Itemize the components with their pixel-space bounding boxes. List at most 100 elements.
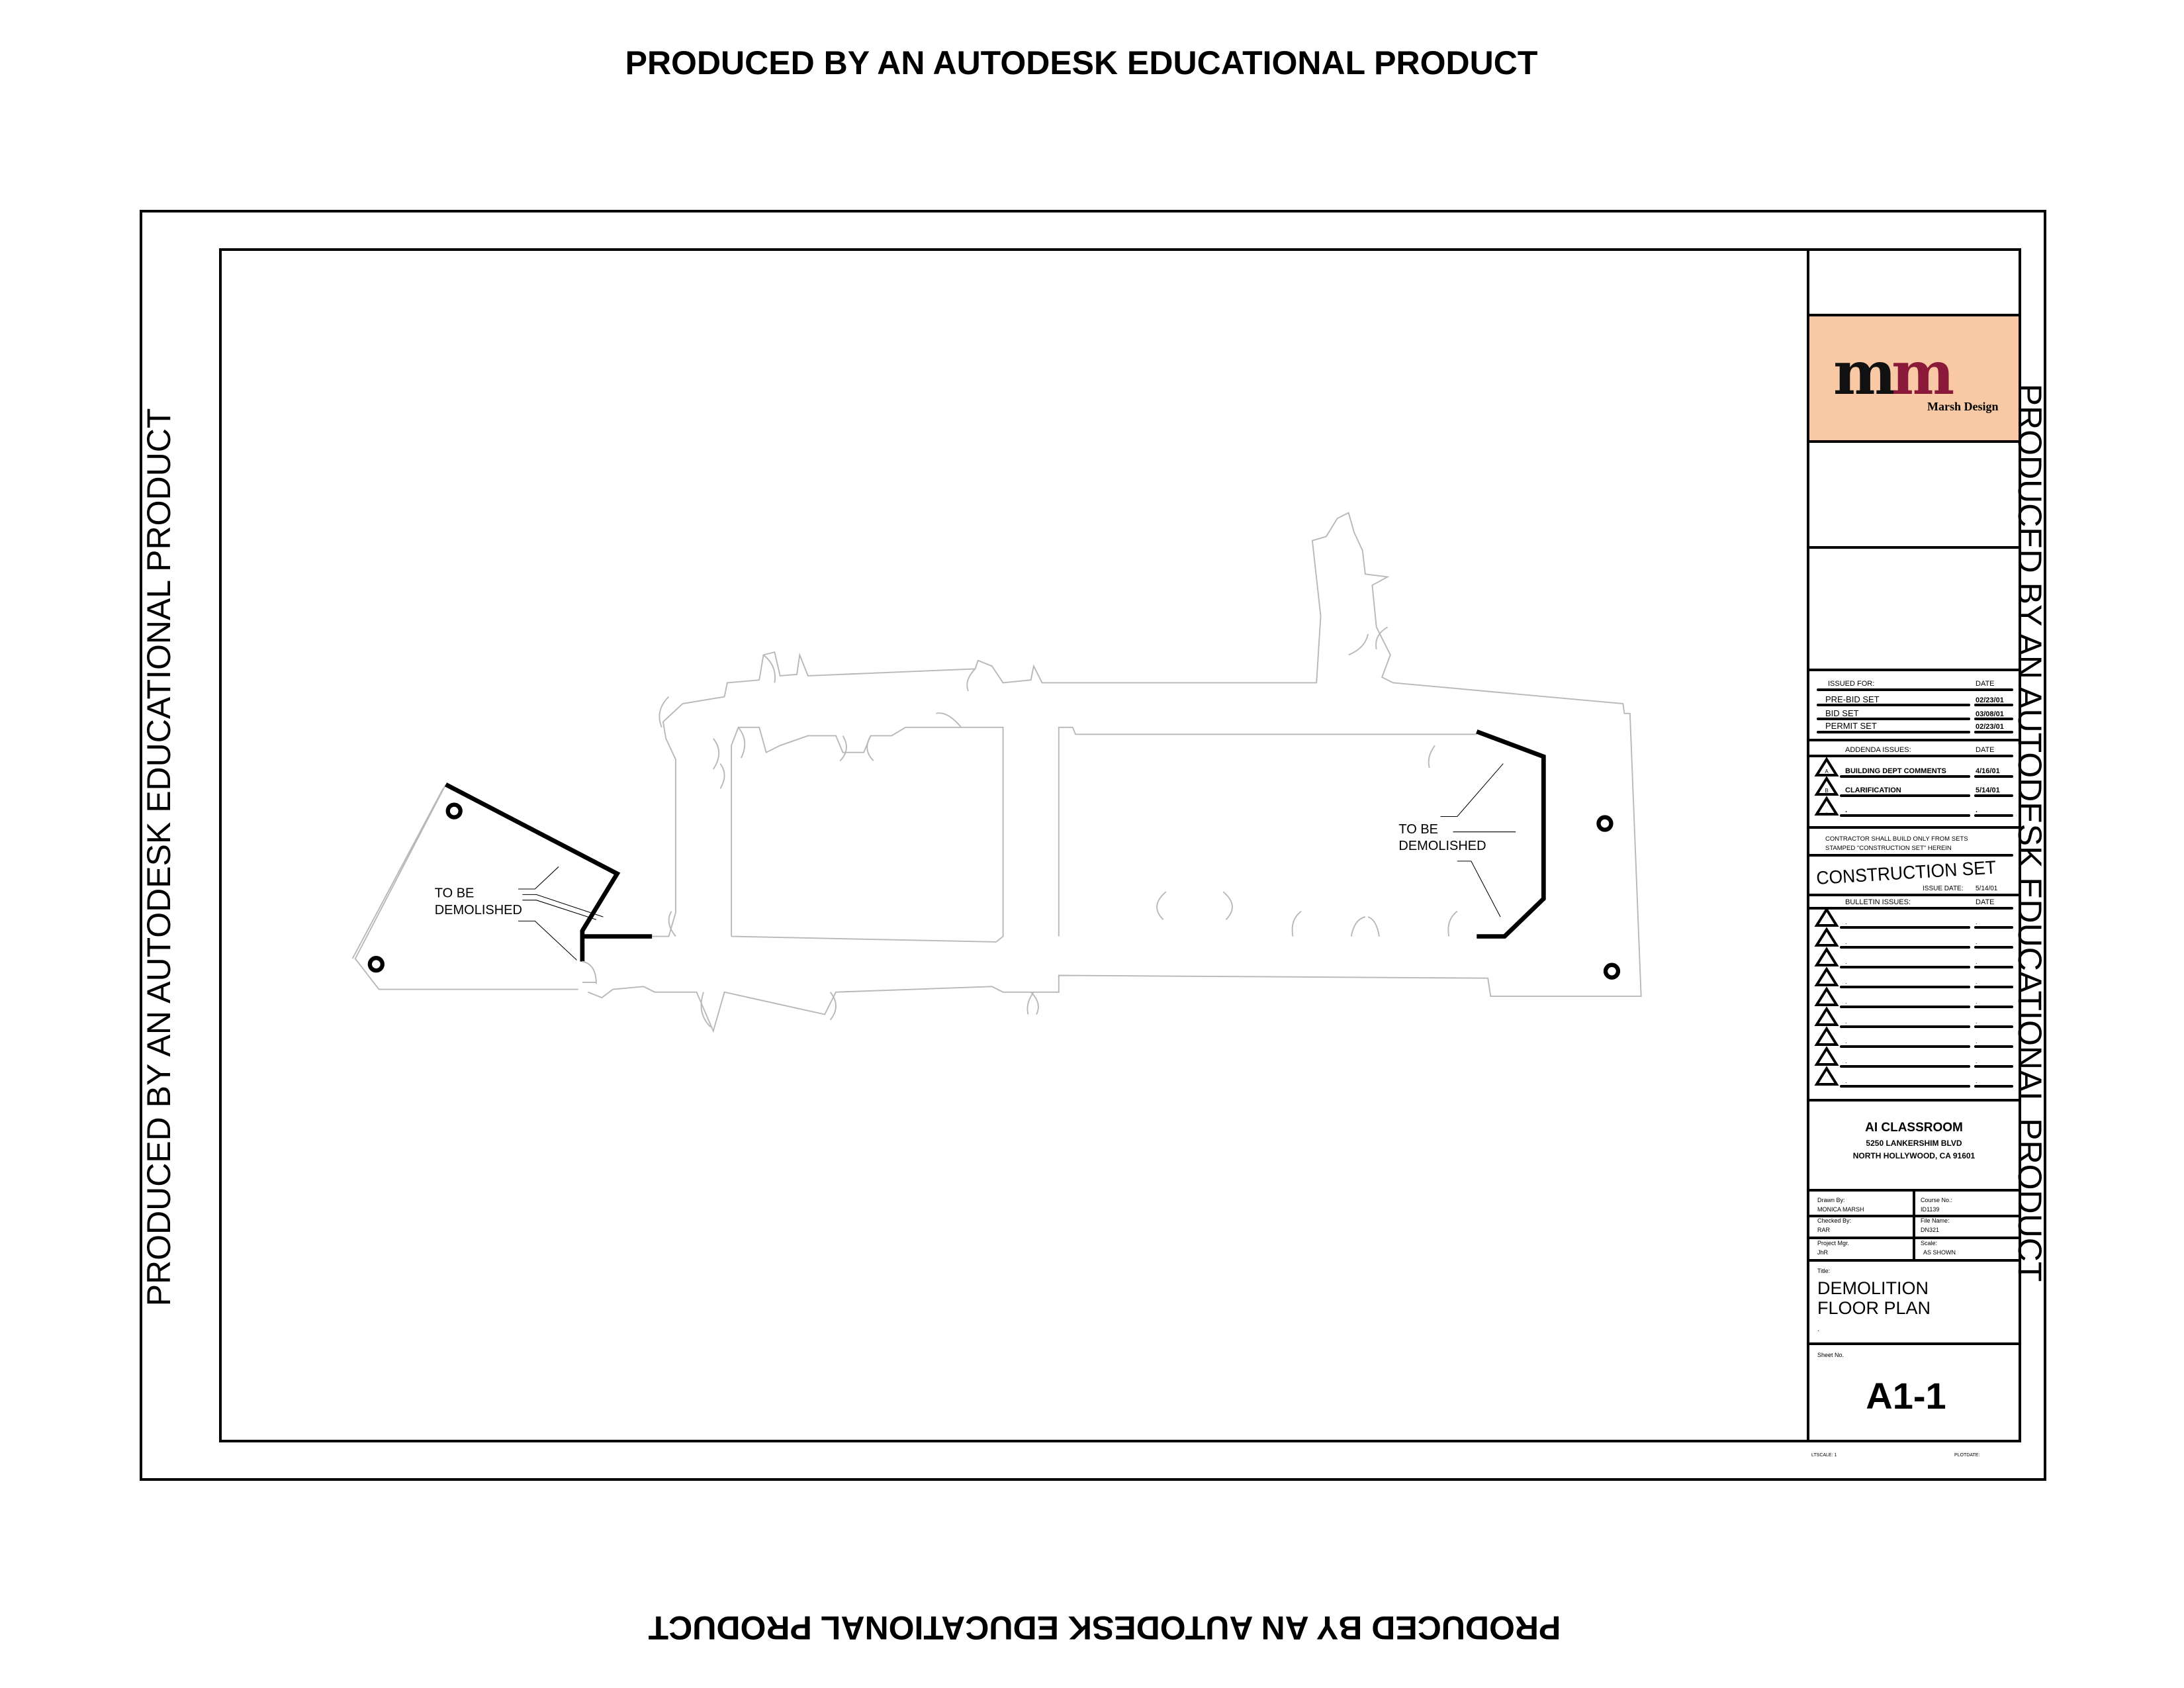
bulletin-label: .	[1845, 959, 1847, 965]
bulletin-date: .	[1976, 959, 1978, 965]
contractor-note: STAMPED "CONSTRUCTION SET" HEREIN	[1825, 845, 1952, 852]
issued-row-label: PRE-BID SET	[1825, 694, 1880, 704]
addenda-date-header: DATE	[1976, 746, 1995, 754]
bulletin-label: .	[1845, 939, 1847, 945]
bulletin-label: .	[1845, 1078, 1847, 1084]
scale-label: Scale:	[1921, 1240, 1937, 1246]
svg-text:CLARIFICATION: CLARIFICATION	[1845, 786, 1901, 794]
bulletin-label: .	[1845, 1058, 1847, 1064]
leader-arrows-left	[518, 866, 604, 961]
demo-label-left-2: DEMOLISHED	[435, 903, 522, 917]
bulletin-row: ..	[1814, 927, 2013, 949]
logo-panel	[1809, 316, 2019, 441]
leader-arrows-right	[1440, 763, 1516, 917]
demo-label-right-1: TO BE	[1398, 822, 1438, 837]
checked-by-label: Checked By:	[1817, 1217, 1851, 1224]
inner-border	[219, 248, 2021, 1442]
issued-row-date: 02/23/01	[1976, 723, 2004, 731]
revision-triangle-icon	[1814, 966, 1839, 986]
bulletin-rows: ..................	[1814, 907, 2013, 1088]
bulletin-date: .	[1976, 1038, 1978, 1045]
bulletin-row: ..	[1814, 947, 2013, 968]
bulletin-label: .	[1845, 1018, 1847, 1025]
bulletin-row: ..	[1814, 1046, 2013, 1068]
demolish-wall-left	[445, 782, 621, 962]
svg-text:m: m	[1833, 338, 1896, 408]
revision-triangle-icon	[1814, 757, 1839, 776]
file-name-label: File Name:	[1921, 1217, 1950, 1224]
sheet-title-line-3: .	[1817, 1326, 1819, 1333]
project-address-1: 5250 LANKERSHIM BLVD	[1866, 1139, 1962, 1148]
issue-date: 5/14/01	[1976, 885, 1998, 892]
bulletin-date-header: DATE	[1976, 898, 1995, 906]
title-block: m m Marsh Design ISSUED FOR: DATE PRE-BI…	[1807, 314, 2021, 1458]
sheet-no-label: Sheet No.	[1817, 1352, 1844, 1358]
svg-text:.: .	[1976, 806, 1978, 814]
bulletin-label: .	[1845, 1038, 1847, 1045]
bulletin-row: ..	[1814, 986, 2013, 1008]
revision-triangle-icon	[1814, 927, 1839, 947]
floor-plan: TO BE DEMOLISHED TO BE DEMOLISHED	[351, 512, 1642, 1033]
column-icon	[1596, 815, 1614, 832]
issued-row-date: 02/23/01	[1976, 696, 2004, 704]
bulletin-label: .	[1845, 998, 1847, 1005]
svg-text:m: m	[1891, 338, 1954, 408]
marsh-design-logo: m m Marsh Design	[1833, 338, 1999, 413]
bulletin-row: ..	[1814, 1006, 2013, 1028]
revision-triangle-icon	[1814, 1026, 1839, 1046]
svg-text:.: .	[1845, 806, 1847, 814]
column-icon	[367, 956, 385, 973]
project-address-2: NORTH HOLLYWOOD, CA 91601	[1853, 1151, 1976, 1160]
room-2-outline	[1058, 726, 1477, 937]
file-name: DN321	[1921, 1227, 1939, 1233]
demo-label-right-2: DEMOLISHED	[1398, 839, 1486, 853]
revision-triangle-icon	[1814, 796, 1839, 816]
demo-label-left-1: TO BE	[435, 886, 475, 901]
bulletin-row: ..	[1814, 1066, 2013, 1088]
bulletin-date: .	[1976, 978, 1978, 985]
construction-set-stamp: CONSTRUCTION SET	[1815, 857, 1996, 888]
watermark-left: PRODUCED BY AN AUTODESK EDUCATIONAL PROD…	[140, 408, 177, 1307]
bulletin-row: ..	[1814, 907, 2013, 929]
building-outline	[587, 512, 1642, 1033]
svg-text:BUILDING DEPT COMMENTS: BUILDING DEPT COMMENTS	[1845, 767, 1946, 775]
project-name: AI CLASSROOM	[1865, 1121, 1963, 1135]
sheet-number: A1-1	[1866, 1375, 1946, 1417]
bulletin-label: .	[1845, 978, 1847, 985]
project-manager-label: Project Mgr.	[1817, 1240, 1849, 1246]
watermark-bottom: PRODUCED BY AN AUTODESK EDUCATIONAL PROD…	[649, 1609, 1561, 1646]
course-no: ID1139	[1921, 1206, 1939, 1213]
svg-text:A: A	[1825, 769, 1829, 774]
revision-triangle-icon	[1814, 986, 1839, 1006]
bulletin-date: .	[1976, 1078, 1978, 1084]
addenda-row: . . .	[1814, 796, 2013, 817]
bulletin-date: .	[1976, 1058, 1978, 1064]
wedge-room-outline	[354, 784, 578, 990]
svg-text:.: .	[1826, 808, 1827, 814]
revision-triangle-icon	[1814, 907, 1839, 927]
issued-for-header: ISSUED FOR:	[1828, 680, 1874, 688]
drawn-by-label: Drawn By:	[1817, 1197, 1845, 1203]
revision-triangle-icon	[1814, 1046, 1839, 1066]
wedge-window-line	[351, 788, 444, 959]
bulletin-date: .	[1976, 998, 1978, 1005]
issued-row-date: 03/08/01	[1976, 710, 2004, 718]
revision-triangle-icon	[1814, 947, 1839, 966]
addenda-row: A BUILDING DEPT COMMENTS 4/16/01	[1814, 757, 2013, 778]
scale: AS SHOWN	[1923, 1249, 1956, 1256]
column-icon	[445, 802, 463, 820]
revision-triangle-icon	[1814, 776, 1839, 796]
issue-date-label: ISSUE DATE:	[1923, 885, 1964, 892]
watermark-right: PRODUCED BY AN AUTODESK EDUCATIONAL PROD…	[2011, 384, 2048, 1282]
plotdate: PLOTDATE:	[1954, 1453, 1979, 1458]
revision-triangle-icon	[1814, 1066, 1839, 1086]
issued-row-label: BID SET	[1825, 708, 1859, 718]
outer-border	[140, 210, 2046, 1481]
revision-triangle-icon	[1814, 1006, 1839, 1026]
svg-text:5/14/01: 5/14/01	[1976, 786, 2000, 794]
contractor-note: CONTRACTOR SHALL BUILD ONLY FROM SETS	[1825, 835, 1968, 843]
demolish-wall-right	[1476, 729, 1546, 939]
room-1-outline	[731, 726, 1004, 943]
bulletin-label: .	[1845, 919, 1847, 925]
